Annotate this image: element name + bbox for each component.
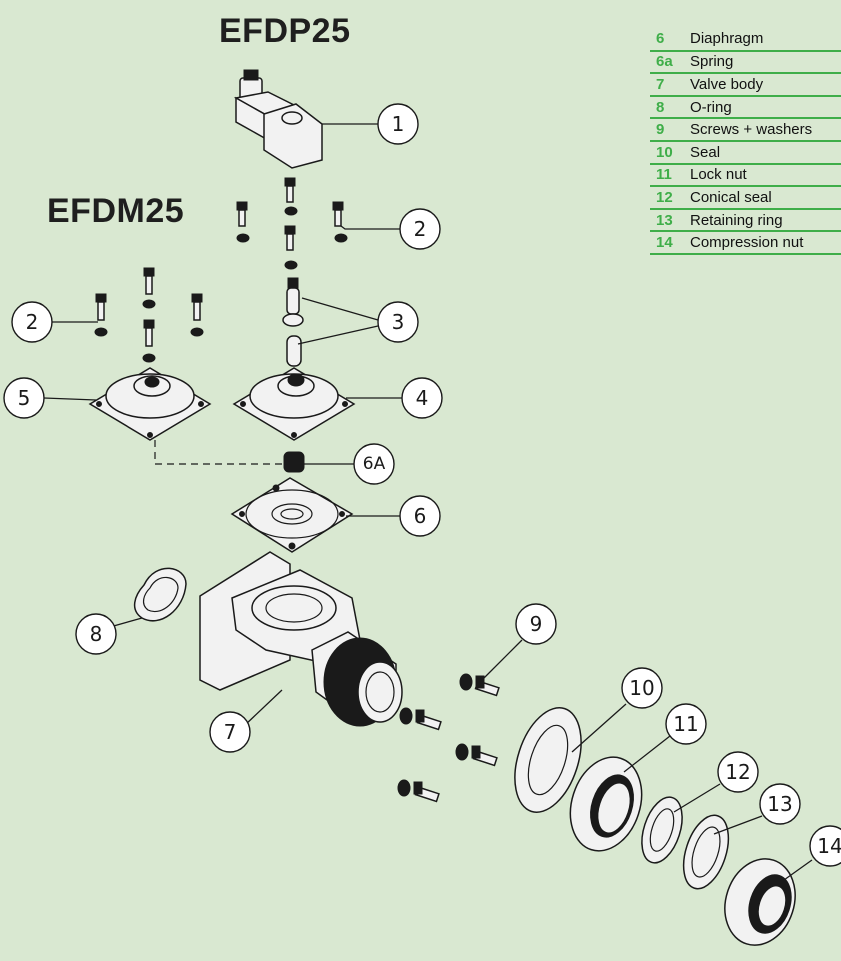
callout-9: 9: [515, 603, 557, 645]
part-number: 6: [650, 28, 690, 52]
diaphragm-part: [230, 477, 354, 553]
part-label: Lock nut: [690, 163, 841, 188]
callout-7: 7: [209, 711, 251, 753]
seal-part: [514, 707, 582, 813]
callout-10: 10: [621, 667, 663, 709]
part-number: 10: [650, 140, 690, 165]
conical-seal-part: [641, 796, 683, 864]
part-number: 14: [650, 231, 690, 255]
retaining-ring-part: [682, 814, 730, 890]
callout-8: 8: [75, 613, 117, 655]
callout-13: 13: [759, 783, 801, 825]
part-label: Screws + washers: [690, 118, 841, 142]
svg-text:8: 8: [90, 622, 103, 646]
callout-12: 12: [717, 751, 759, 793]
callout-11: 11: [665, 703, 707, 745]
part-number: 8: [650, 95, 690, 120]
part-label: O-ring: [690, 95, 841, 120]
svg-text:9: 9: [530, 612, 543, 636]
part-label: Seal: [690, 140, 841, 165]
svg-text:13: 13: [767, 792, 792, 816]
svg-text:14: 14: [817, 834, 841, 858]
callout-5: 5: [3, 377, 45, 419]
part-label: Conical seal: [690, 186, 841, 210]
svg-text:4: 4: [416, 386, 429, 410]
efdp-screws-part: [236, 177, 348, 270]
part-label: Diaphragm: [690, 28, 841, 52]
callout-4: 4: [401, 377, 443, 419]
screws-washers-part: [397, 673, 500, 803]
svg-text:2: 2: [414, 217, 427, 241]
part-number: 7: [650, 73, 690, 97]
callout-1: 1: [377, 103, 419, 145]
efdm-screws-part: [94, 267, 204, 363]
part-label: Spring: [690, 50, 841, 75]
svg-text:7: 7: [224, 720, 237, 744]
compression-nut-part: [724, 858, 796, 946]
efdm-cover-part: [88, 367, 212, 441]
callout-2-efdm: 2: [11, 301, 53, 343]
svg-text:6A: 6A: [363, 454, 386, 474]
plunger-part: [282, 277, 304, 367]
callout-3: 3: [377, 301, 419, 343]
svg-text:10: 10: [629, 676, 654, 700]
callout-6a: 6A: [353, 443, 395, 485]
valve-body-part: [199, 551, 403, 727]
callout-2-efdp: 2: [399, 208, 441, 250]
svg-text:5: 5: [18, 386, 31, 410]
callout-6: 6: [399, 495, 441, 537]
o-ring-part: [133, 567, 187, 622]
part-label: Retaining ring: [690, 208, 841, 233]
efdp-cover-part: [232, 367, 356, 441]
part-number: 6a: [650, 50, 690, 75]
solenoid-coil-part: [233, 69, 323, 169]
part-label: Compression nut: [690, 231, 841, 255]
svg-text:11: 11: [673, 712, 698, 736]
svg-text:6: 6: [414, 504, 427, 528]
efdp25-title: EFDP25: [219, 12, 351, 50]
leader-lines: [43, 123, 813, 881]
lock-nut-part: [569, 756, 643, 852]
callout-14: 14: [809, 825, 841, 867]
part-number: 11: [650, 163, 690, 188]
part-label: Valve body: [690, 73, 841, 97]
part-number: 9: [650, 118, 690, 142]
part-number: 13: [650, 208, 690, 233]
svg-text:3: 3: [392, 310, 405, 334]
spring-part: [283, 451, 305, 473]
efdm25-title: EFDM25: [47, 192, 185, 230]
svg-text:1: 1: [392, 112, 405, 136]
svg-text:12: 12: [725, 760, 750, 784]
svg-text:2: 2: [26, 310, 39, 334]
part-number: 12: [650, 186, 690, 210]
